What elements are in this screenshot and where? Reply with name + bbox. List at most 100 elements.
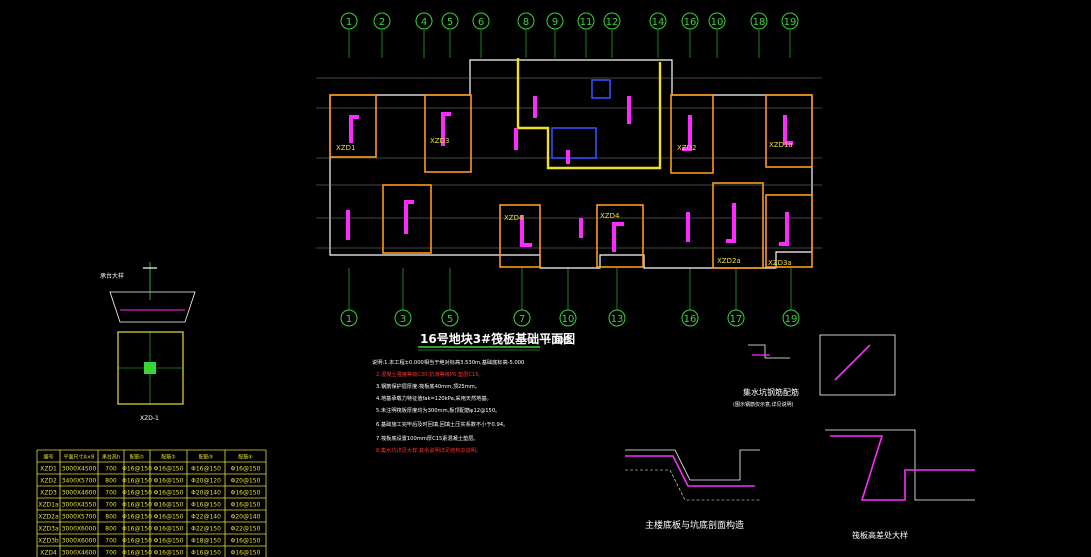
- axis-bubble-top: [472, 12, 490, 30]
- cap-label-2: XZD2: [677, 144, 696, 152]
- cap-detail-title: 承台大样: [100, 272, 124, 280]
- table-cell: Φ16@150: [122, 466, 152, 473]
- table-cell: Φ22@150: [231, 526, 261, 533]
- table-cell: 3000X6000: [62, 538, 97, 545]
- table-cell: XZD1a: [38, 502, 59, 509]
- axis-bubble-top: [708, 12, 726, 30]
- table-cell: XZD2: [40, 478, 57, 485]
- table-cell: Φ16@150: [122, 514, 152, 521]
- pit-title: 集水坑钢筋配筋: [743, 387, 799, 397]
- table-cell: Φ16@150: [122, 502, 152, 509]
- table-cell: 3000X4600: [62, 490, 97, 497]
- table-cell: Φ16@150: [154, 514, 184, 521]
- axis-label-top: 8: [523, 17, 529, 28]
- axis-bubble-top: [603, 12, 621, 30]
- table-cell: Φ16@150: [191, 466, 221, 473]
- table-header: 承台高h: [102, 454, 120, 461]
- table-cell: Φ16@150: [231, 538, 261, 545]
- cap-label-1: XZD1: [336, 144, 355, 152]
- axis-label-bottom: 19: [785, 314, 798, 325]
- table-cell: Φ16@150: [154, 550, 184, 557]
- columns: [346, 96, 793, 252]
- note-line-6: 6.基础施工完毕后及时回填,回填土压实系数不小于0.94。: [376, 420, 508, 428]
- table-header: 编号: [43, 454, 53, 461]
- table-cell: 700: [105, 490, 117, 497]
- blue-pit-2: [551, 127, 597, 159]
- table-cell: Φ20@140: [191, 490, 221, 497]
- table-cell: Φ16@150: [154, 502, 184, 509]
- table-cell: Φ20@140: [231, 514, 261, 521]
- axis-label-top: 1: [346, 17, 352, 28]
- axis-label-top: 11: [580, 17, 593, 28]
- axis-bubble-top: [517, 12, 535, 30]
- axis-label-top: 6: [478, 17, 484, 28]
- table-cell: Φ18@150: [191, 538, 221, 545]
- pit-detail: 集水坑钢筋配筋 (图示钢筋仅示意,详见说明): [733, 334, 896, 408]
- table-cell: 800: [105, 526, 117, 533]
- table-cell: 3000X4550: [62, 502, 97, 509]
- core-wall: [516, 58, 662, 170]
- table-cell: Φ22@140: [191, 514, 221, 521]
- table-header: 配筋④: [238, 454, 253, 461]
- blue-pit-1: [591, 79, 611, 99]
- table-header: 配筋①: [130, 454, 145, 461]
- table-cell: Φ16@150: [231, 550, 261, 557]
- axis-bubble-top: [781, 12, 799, 30]
- step-detail: 筏板高差处大样: [825, 429, 975, 540]
- table-cell: 3000X5700: [62, 514, 97, 521]
- foundation-plan: XZD1 XZD2 XZD3 XZD4 XZD4 XZD1a XZD2a XZD…: [316, 58, 822, 269]
- table-cell: 700: [105, 466, 117, 473]
- note-line-7: 7.筏板底设置100mm厚C15素混凝土垫层。: [376, 434, 479, 442]
- table-cell: 700: [105, 550, 117, 557]
- section-detail: 主楼底板与坑底剖面构造: [625, 449, 760, 531]
- plan-title: 16号地块3#筏板基础平面图: [420, 331, 575, 346]
- axis-bubble-bottom: [340, 309, 358, 327]
- axis-label-top: 19: [784, 17, 797, 28]
- cap-labels: XZD1 XZD2 XZD3 XZD4 XZD4 XZD1a XZD2a XZD…: [336, 137, 793, 267]
- axis-label-top: 12: [606, 17, 619, 28]
- axis-label-top: 4: [421, 17, 427, 28]
- table-cell: Φ16@150: [122, 550, 152, 557]
- table-cell: Φ16@150: [122, 526, 152, 533]
- cap-label-8: XZD3a: [768, 259, 792, 267]
- axis-label-bottom: 5: [447, 314, 453, 325]
- table-cell: Φ16@150: [122, 538, 152, 545]
- table-cell: 3400X5700: [62, 478, 97, 485]
- table-cell: Φ22@150: [191, 526, 221, 533]
- axis-bubble-bottom: [394, 309, 412, 327]
- table-cell: Φ16@150: [231, 502, 261, 509]
- cap-label-4: XZD4: [504, 214, 524, 222]
- plan-title-group: 16号地块3#筏板基础平面图 1:100: [418, 331, 575, 351]
- table-cell: Φ20@120: [191, 478, 221, 485]
- table-header: 配筋②: [161, 454, 176, 461]
- step-detail-title: 筏板高差处大样: [852, 530, 908, 540]
- table-cell: 3000X4600: [62, 550, 97, 557]
- axis-bubble-top: [373, 12, 391, 30]
- table-cell: Φ16@150: [122, 490, 152, 497]
- table-cell: 800: [105, 514, 117, 521]
- table-cell: 800: [105, 478, 117, 485]
- table-cell: XZD4: [40, 550, 57, 557]
- axis-bubble-top: [340, 12, 358, 30]
- axis-bubble-bottom: [559, 309, 577, 327]
- table-cell: Φ16@150: [154, 478, 184, 485]
- note-line-5: 5.未注明筏板厚度均为300mm,板顶配筋φ12@150。: [376, 406, 500, 414]
- axis-bubble-top: [681, 12, 699, 30]
- axis-label-bottom: 3: [400, 314, 406, 325]
- axis-bubble-top: [750, 12, 768, 30]
- axis-label-bottom: 17: [730, 314, 743, 325]
- notes: 说明:1.本工程±0.000相当于绝对标高3.530m,基础底标高-5.000 …: [372, 358, 524, 454]
- axis-label-bottom: 16: [684, 314, 697, 325]
- axis-bubble-bottom: [727, 309, 745, 327]
- table-cell: XZD3b: [38, 538, 59, 545]
- table-cell: XZD3: [40, 490, 57, 497]
- table-cell: 3000X4500: [62, 466, 97, 473]
- axis-label-top: 9: [552, 17, 558, 28]
- table-cell: Φ16@150: [231, 490, 261, 497]
- axis-label-top: 16: [684, 17, 697, 28]
- axis-bubble-top: [649, 12, 667, 30]
- table-cell: XZD1: [40, 466, 57, 473]
- table-cell: Φ16@150: [191, 502, 221, 509]
- axis-label-top: 2: [379, 17, 385, 28]
- table-cell: Φ16@150: [231, 466, 261, 473]
